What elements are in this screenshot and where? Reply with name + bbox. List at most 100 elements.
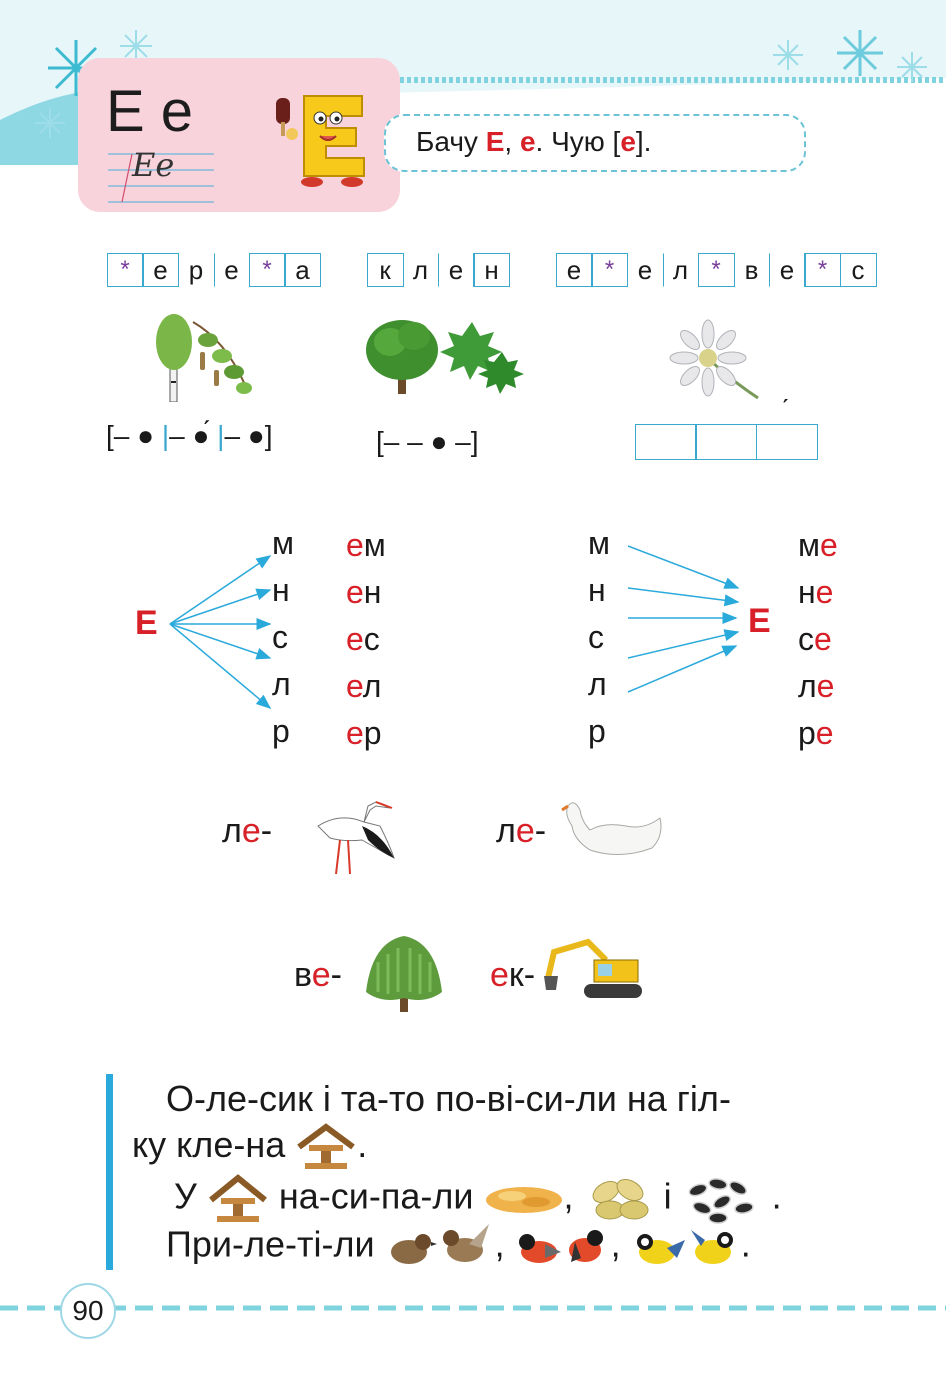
syllable-vowel: е	[515, 812, 535, 850]
syllable: ер	[346, 710, 386, 757]
syllable-start: в	[294, 956, 312, 994]
sees-mid: . Чую [	[535, 126, 621, 157]
consonant: с	[272, 619, 288, 655]
letter-cell: с	[839, 253, 877, 287]
edelweiss-icon	[669, 319, 759, 400]
snowflake-icon	[35, 30, 927, 138]
syllable-consonant: р	[363, 715, 382, 751]
syllable-consonant: л	[362, 668, 382, 704]
consonant: л	[588, 666, 607, 702]
consonant: м	[272, 525, 294, 561]
syllable-consonant: н	[798, 574, 816, 610]
letter-cell: а	[284, 253, 321, 287]
letter-cell: е	[555, 253, 593, 287]
syllable-vowel: е	[311, 956, 331, 994]
letter-cell: л	[662, 253, 699, 287]
syllable: ме	[798, 522, 838, 569]
sees-sound: е	[620, 126, 636, 157]
maple-tree-icon	[366, 320, 524, 394]
sees-hears-box	[384, 114, 806, 172]
picture-syllable-willow: ве-	[294, 956, 342, 995]
letter-cell: е	[627, 253, 664, 287]
swan-icon	[561, 802, 662, 856]
handwriting-lines	[108, 153, 214, 203]
tits-icon	[636, 1230, 733, 1264]
consonant: р	[272, 713, 290, 749]
sees-end: ].	[635, 126, 652, 157]
millet-grain-icon	[485, 1187, 562, 1213]
picture-syllable-excavator: ек-	[490, 956, 535, 995]
syllable-box	[634, 424, 697, 460]
reading-line-4: При-ле-ті-ли , , .	[166, 1220, 751, 1274]
bullfinches-icon	[518, 1230, 603, 1263]
syllable-vowel: е	[815, 574, 834, 610]
picture-syllable-swan: ле-	[496, 812, 546, 851]
syllable: ем	[346, 522, 386, 569]
letter-e-mascot-icon	[276, 95, 365, 187]
reading-marker-bar	[106, 1074, 113, 1270]
birdhouse-icon	[297, 1123, 356, 1170]
syllable-vowel: е	[241, 812, 261, 850]
reading-line-3: У на-си-па-ли , і .	[174, 1170, 782, 1228]
reading-text: на-си-па-ли	[278, 1175, 474, 1217]
consonants-right: м н с л р	[588, 520, 610, 755]
letter-cell: в	[733, 253, 770, 287]
syllable-vowel: е	[490, 956, 509, 994]
consonant: с	[588, 619, 604, 655]
syllable: ес	[346, 616, 386, 663]
sees-lower: е	[519, 126, 536, 157]
consonant: н	[588, 572, 606, 608]
sees-hears-text: Бачу Е, е. Чую [е].	[416, 124, 651, 160]
syllable-consonant: л	[798, 668, 817, 704]
syllable-vowel: е	[816, 668, 835, 704]
syllable-end: к-	[508, 956, 536, 994]
syllable-vowel: е	[814, 621, 832, 657]
letter-cell: р	[178, 253, 215, 287]
sparrows-icon	[390, 1224, 489, 1264]
picture-syllable-stork: ле-	[222, 812, 272, 851]
birch-icon	[156, 314, 252, 402]
letter-cell: *	[106, 253, 144, 287]
syllable-start: л	[496, 812, 516, 850]
vowel-e-right: Е	[748, 602, 771, 640]
sees-sep: ,	[504, 126, 520, 157]
footer-dashed-line	[0, 1305, 946, 1311]
letter-cell: е	[438, 253, 475, 287]
letter-cell: е	[213, 253, 250, 287]
syllable-vowel: е	[346, 715, 364, 751]
sunflower-seeds-icon	[688, 1178, 754, 1224]
syllable-consonant: м	[363, 527, 386, 563]
syllables-left: ем ен ес ел ер	[346, 522, 386, 757]
syllable-divider: |	[217, 420, 225, 451]
syllable: не	[798, 569, 838, 616]
syllable-vowel: е	[346, 668, 363, 704]
word-box-edelweiss: е * е л * в е * с	[555, 253, 877, 287]
syllable-consonant: с	[798, 621, 814, 657]
syllable: ле	[798, 663, 838, 710]
letter-cell: *	[591, 253, 628, 287]
snowflake-icon	[837, 30, 883, 76]
syllable-vowel: е	[346, 527, 364, 563]
syllable: ел	[346, 663, 386, 710]
sound-scheme-maple: [– – ● –]	[376, 426, 479, 457]
syllable-vowel: е	[346, 574, 364, 610]
syllable: ре	[798, 710, 838, 757]
consonant: л	[272, 666, 291, 702]
syllable-end: -	[330, 956, 342, 994]
syllable-arrows	[169, 545, 740, 709]
sound-scheme-birch: [– ● |– ●́ |– ●]	[106, 418, 272, 454]
syllable-vowel: е	[346, 621, 364, 657]
syllable-consonant: р	[798, 715, 816, 751]
syllable-end: -	[260, 812, 273, 850]
letter-cell: е	[142, 253, 179, 287]
sees-upper: Е	[485, 126, 505, 157]
stork-icon	[317, 801, 395, 875]
birdhouse-icon	[208, 1174, 267, 1222]
letter-cell: *	[804, 253, 841, 287]
excavator-icon	[544, 938, 642, 998]
letter-cell: е	[769, 253, 806, 287]
letter-cell: н	[473, 253, 510, 287]
reading-text: .	[357, 1124, 368, 1165]
letter-heading: Е е	[106, 79, 194, 144]
syllable-divider: |	[161, 420, 170, 451]
